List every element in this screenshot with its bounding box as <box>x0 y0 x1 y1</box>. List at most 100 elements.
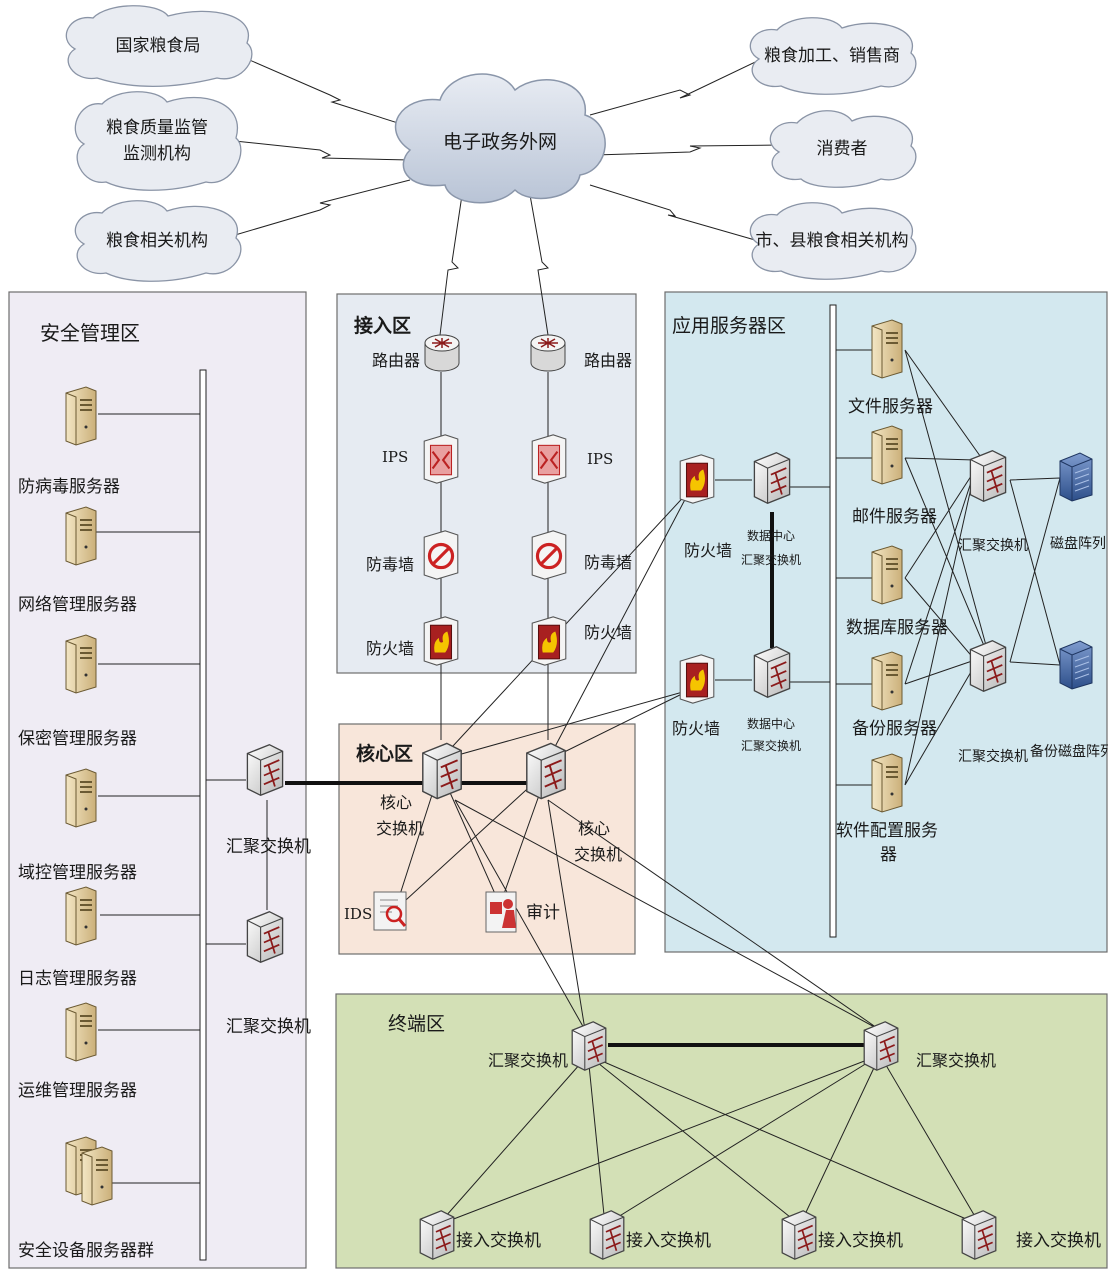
disk-array-label: 磁盘阵列 <box>1050 535 1106 552</box>
cloud-right-0: 粮食加工、销售商 <box>749 17 917 95</box>
firewall-label-left: 防火墙 <box>366 639 414 658</box>
app-agg-switch-icon-bottom <box>969 639 1007 693</box>
access-switch-icon-1 <box>589 1209 625 1261</box>
ids-icon <box>373 891 407 931</box>
cloud-left-2: 粮食相关机构 <box>74 200 242 282</box>
security-server-icon-2 <box>65 634 97 694</box>
ips-icon-left <box>422 433 460 485</box>
security-server-icon-0 <box>65 386 97 446</box>
app-server-label-3: 备份服务器 <box>852 719 937 739</box>
terminal-agg-switch-icon-right <box>863 1020 899 1072</box>
app-server-icon-2 <box>871 545 903 605</box>
security-server-label-3: 域控管理服务器 <box>18 863 137 883</box>
antivirus-wall-icon-left <box>422 528 460 582</box>
ids-label: IDS <box>344 905 372 923</box>
router-icon-left <box>424 334 460 372</box>
backup-disk-array-label: 备份磁盘阵列 <box>1030 743 1108 760</box>
security-server-icon-6-1 <box>81 1146 113 1206</box>
terminal-agg-switch-label-left: 汇聚交换机 <box>488 1051 568 1070</box>
antivirus-wall-label-left: 防毒墙 <box>366 555 414 574</box>
security-agg-switch-2-label: 汇聚交换机 <box>226 1017 311 1037</box>
audit-icon <box>485 891 517 933</box>
security-bus <box>199 369 207 1261</box>
app-server-label-1: 邮件服务器 <box>852 507 937 527</box>
app-agg-switch-label-bottom: 汇聚交换机 <box>958 748 1028 765</box>
app-zone <box>664 291 1108 953</box>
security-agg-switch-1-icon <box>246 743 284 797</box>
security-server-label-5: 运维管理服务器 <box>18 1081 137 1101</box>
cloud-right-label-0: 粮食加工、销售商 <box>764 46 900 66</box>
cloud-left-label-2: 粮食相关机构 <box>106 231 208 251</box>
backup-disk-array-icon <box>1059 640 1093 690</box>
access-switch-icon-0 <box>419 1209 455 1261</box>
dc-agg-switch-icon-top <box>753 451 791 505</box>
cloud-right-2: 市、县粮食相关机构 <box>749 202 917 280</box>
security-server-icon-1 <box>65 506 97 566</box>
firewall-label-right: 防火墙 <box>584 623 632 642</box>
access-switch-label-3: 接入交换机 <box>1016 1231 1101 1251</box>
app-server-icon-4 <box>871 753 903 813</box>
router-label-left: 路由器 <box>372 351 420 370</box>
app-agg-switch-label-top: 汇聚交换机 <box>958 537 1028 554</box>
security-server-label-1: 网络管理服务器 <box>18 595 137 615</box>
antivirus-wall-label-right: 防毒墙 <box>584 553 632 572</box>
security-server-label-2: 保密管理服务器 <box>18 729 137 749</box>
firewall-icon-left <box>423 616 459 666</box>
ips-icon-right <box>530 433 568 485</box>
security-zone-title: 安全管理区 <box>40 321 140 345</box>
cloud-right-1: 消费者 <box>769 110 917 188</box>
app-firewall-icon-top <box>679 454 715 504</box>
access-switch-icon-2 <box>781 1209 817 1261</box>
security-server-icon-4 <box>65 886 97 946</box>
app-firewall-label-bottom: 防火墙 <box>672 719 720 738</box>
cloud-right-label-1: 消费者 <box>817 139 868 159</box>
cloud-right-label-2: 市、县粮食相关机构 <box>756 231 909 251</box>
terminal-agg-switch-icon-left <box>571 1020 607 1072</box>
audit-label: 审计 <box>526 903 560 923</box>
cloud-left-0: 国家粮食局 <box>65 5 253 87</box>
app-server-icon-1 <box>871 425 903 485</box>
cloud-left-label-0: 国家粮食局 <box>116 36 201 56</box>
firewall-icon-right <box>531 616 567 666</box>
core-zone-title: 核心区 <box>356 742 413 765</box>
core-switch-label-right: 核心交换机 <box>574 819 622 864</box>
app-server-icon-0 <box>871 319 903 379</box>
router-icon-right <box>530 334 566 372</box>
app-bus <box>829 304 837 938</box>
access-switch-label-2: 接入交换机 <box>818 1231 903 1251</box>
access-zone-title: 接入区 <box>354 315 411 337</box>
antivirus-wall-icon-right <box>530 528 568 582</box>
cloud-left-1: 粮食质量监管监测机构 <box>74 91 242 191</box>
access-switch-label-1: 接入交换机 <box>626 1231 711 1251</box>
security-server-label-4: 日志管理服务器 <box>18 969 137 989</box>
access-switch-icon-3 <box>961 1209 997 1261</box>
cloud-left-label-1: 粮食质量监管监测机构 <box>106 118 208 164</box>
security-server-label-0: 防病毒服务器 <box>18 477 120 497</box>
security-agg-switch-1-label: 汇聚交换机 <box>226 837 311 857</box>
terminal-agg-switch-label-right: 汇聚交换机 <box>916 1051 996 1070</box>
app-firewall-label-top: 防火墙 <box>684 541 732 560</box>
security-server-icon-3 <box>65 768 97 828</box>
app-server-label-0: 文件服务器 <box>848 397 933 417</box>
core-switch-label-left: 核心交换机 <box>376 793 424 838</box>
ips-label-left: IPS <box>382 448 408 466</box>
access-zone <box>336 293 637 674</box>
security-server-label-6: 安全设备服务器群 <box>18 1241 154 1261</box>
app-server-label-4: 软件配置服务器 <box>836 821 938 865</box>
dc-agg-switch-label-top: 数据中心汇聚交换机 <box>741 528 801 567</box>
ips-label-right: IPS <box>587 450 613 468</box>
security-server-icon-5 <box>65 1002 97 1062</box>
core-switch-icon-right <box>525 742 567 800</box>
app-server-icon-3 <box>871 651 903 711</box>
app-server-label-2: 数据库服务器 <box>846 618 948 638</box>
app-firewall-icon-bottom <box>679 654 715 704</box>
terminal-zone-title: 终端区 <box>388 1013 445 1035</box>
core-switch-icon-left <box>421 742 463 800</box>
app-zone-title: 应用服务器区 <box>672 315 786 337</box>
cloud-egov-extranet: 电子政务外网 <box>394 73 606 204</box>
app-agg-switch-icon-top <box>969 449 1007 503</box>
router-label-right: 路由器 <box>584 351 632 370</box>
cloud-egov-label: 电子政务外网 <box>443 131 557 153</box>
disk-array-icon <box>1059 452 1093 502</box>
dc-agg-switch-label-bottom: 数据中心汇聚交换机 <box>741 716 801 753</box>
